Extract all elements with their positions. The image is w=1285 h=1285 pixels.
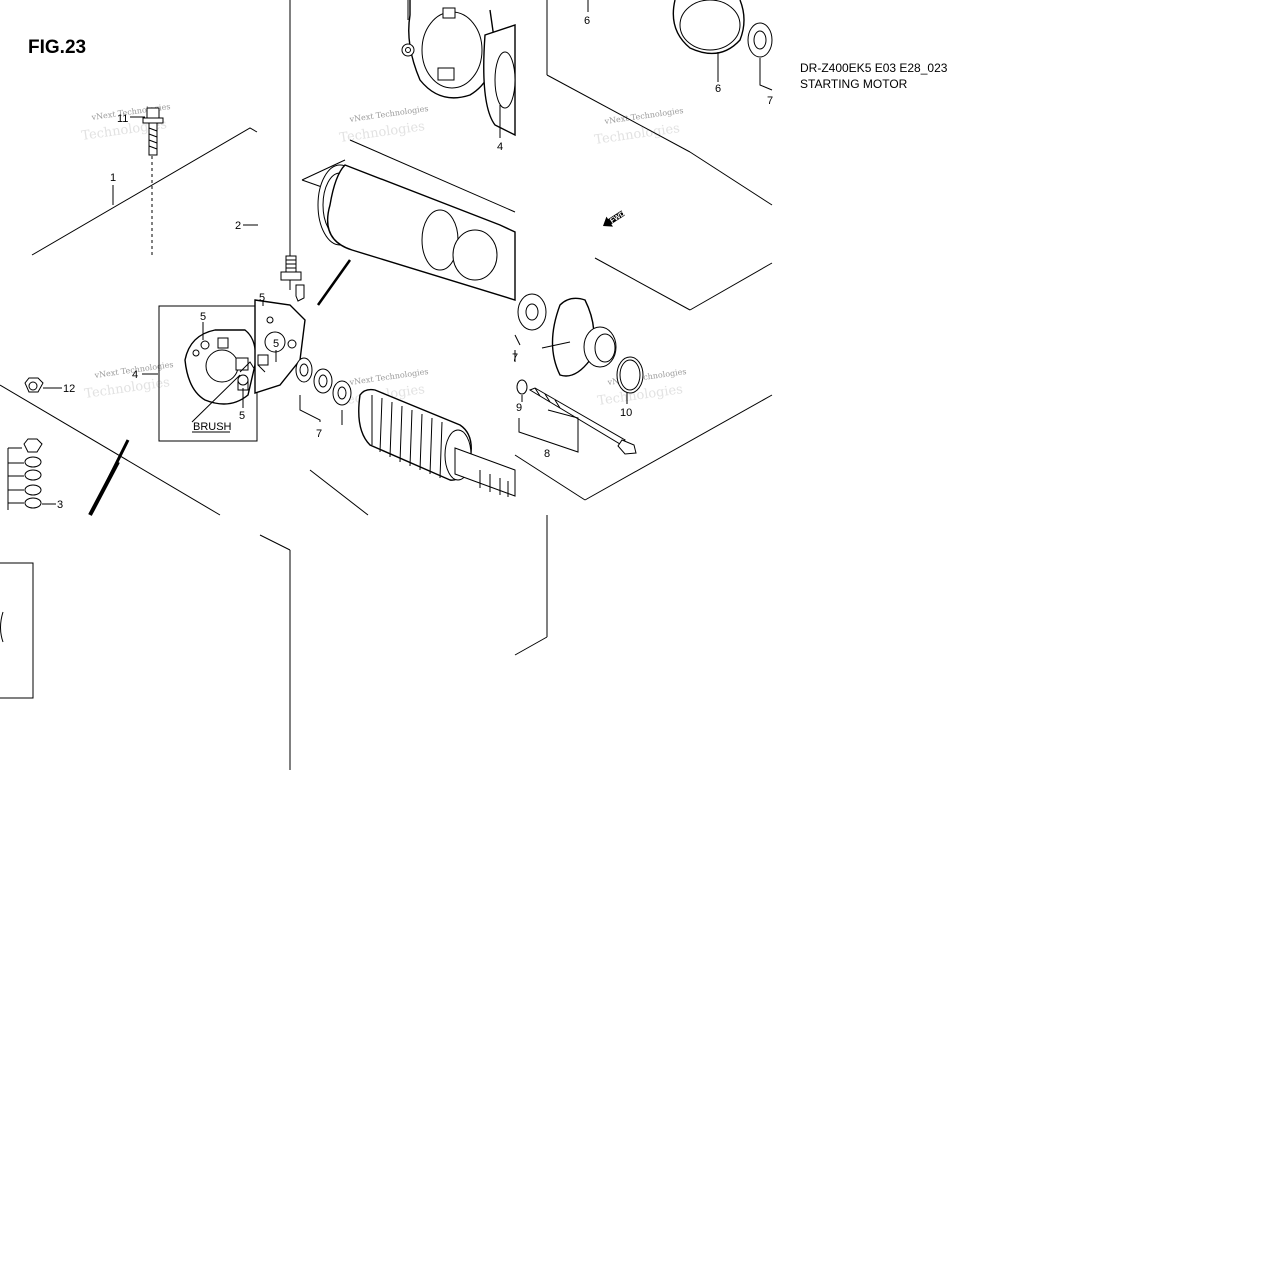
callout-2: 2 — [235, 220, 241, 232]
callout-10: 10 — [620, 407, 632, 419]
frame-lines — [0, 0, 773, 770]
callout-5: 5 — [239, 410, 245, 422]
callout-4: 4 — [497, 141, 503, 153]
callout-leaders — [112, 185, 628, 404]
assembly-name: STARTING MOTOR — [800, 77, 908, 91]
fwd-label: FWD — [609, 210, 626, 225]
model-code: DR-Z400EK5 E03 E28_023 — [800, 61, 948, 75]
callout-3: 3 — [57, 499, 63, 511]
callout-5: 5 — [200, 311, 206, 323]
figure-title: FIG.23 — [28, 37, 87, 58]
part-bolt-11 — [130, 107, 164, 156]
part-end-cover — [401, 0, 516, 138]
brush-detail-label: BRUSH — [193, 421, 232, 433]
callout-11: 11 — [117, 113, 128, 125]
part-nut-12 — [24, 377, 62, 393]
callout-6: 6 — [715, 83, 721, 95]
callout-6: 6 — [584, 15, 590, 27]
callout-7: 7 — [316, 428, 322, 440]
part-oring-6 — [587, 0, 773, 91]
fwd-direction-arrow: FWD — [603, 210, 626, 227]
part-yoke-housing — [317, 164, 516, 301]
callout-9: 9 — [516, 402, 522, 414]
part-terminal-2 — [243, 224, 305, 302]
callout-7: 7 — [512, 352, 518, 364]
brush-holder-plate — [184, 329, 257, 405]
part-rear-bracket — [254, 299, 306, 394]
callout-8: 8 — [544, 448, 550, 460]
model-info: DR-Z400EK5 E03 E28_023 STARTING MOTOR — [800, 60, 947, 92]
callout-labels: 1 11 2 3 4 4 5 5 5 5 6 6 7 7 7 8 9 10 12 — [57, 15, 773, 511]
callout-5: 5 — [273, 338, 279, 350]
part-armature — [358, 388, 516, 497]
part-long-bolt-8 — [516, 379, 637, 455]
part-front-bracket — [514, 293, 644, 394]
callout-4: 4 — [132, 369, 138, 381]
callout-1: 1 — [110, 172, 116, 184]
part-washers-7 — [295, 357, 352, 425]
part-washer-stack-3 — [7, 438, 56, 510]
brush-detail: BRUSH — [142, 305, 258, 442]
callout-5: 5 — [259, 292, 265, 304]
callout-7: 7 — [767, 95, 773, 107]
callout-12: 12 — [63, 383, 75, 395]
